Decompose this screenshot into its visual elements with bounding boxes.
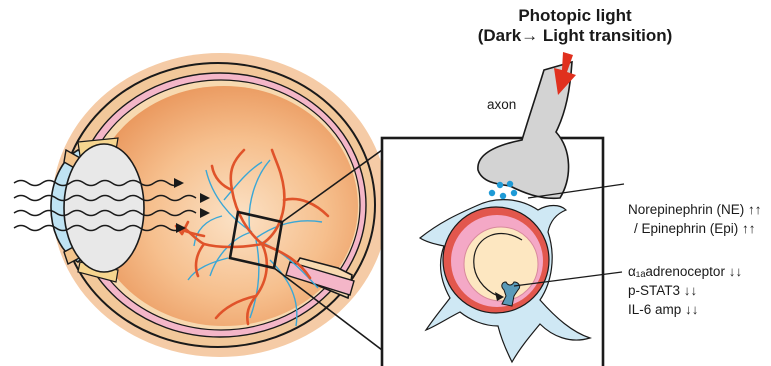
- eyeball: [51, 53, 388, 357]
- title-line-2: (Dark→ Light transition): [462, 26, 688, 46]
- receptor-label-line-1: α₁ₐadrenoceptor ↓↓: [628, 262, 742, 281]
- vessel-lumen: [464, 227, 538, 301]
- ne-label-line-1: Norepinephrin (NE) ↑↑: [628, 200, 762, 219]
- receptor-label-line-3: IL-6 amp ↓↓: [628, 300, 699, 319]
- lens: [64, 144, 144, 272]
- title-line-1: Photopic light: [480, 6, 670, 26]
- axon-label: axon: [487, 95, 516, 114]
- receptor-label-line-2: p-STAT3 ↓↓: [628, 281, 697, 300]
- ne-label-line-2: / Epinephrin (Epi) ↑↑: [634, 219, 756, 238]
